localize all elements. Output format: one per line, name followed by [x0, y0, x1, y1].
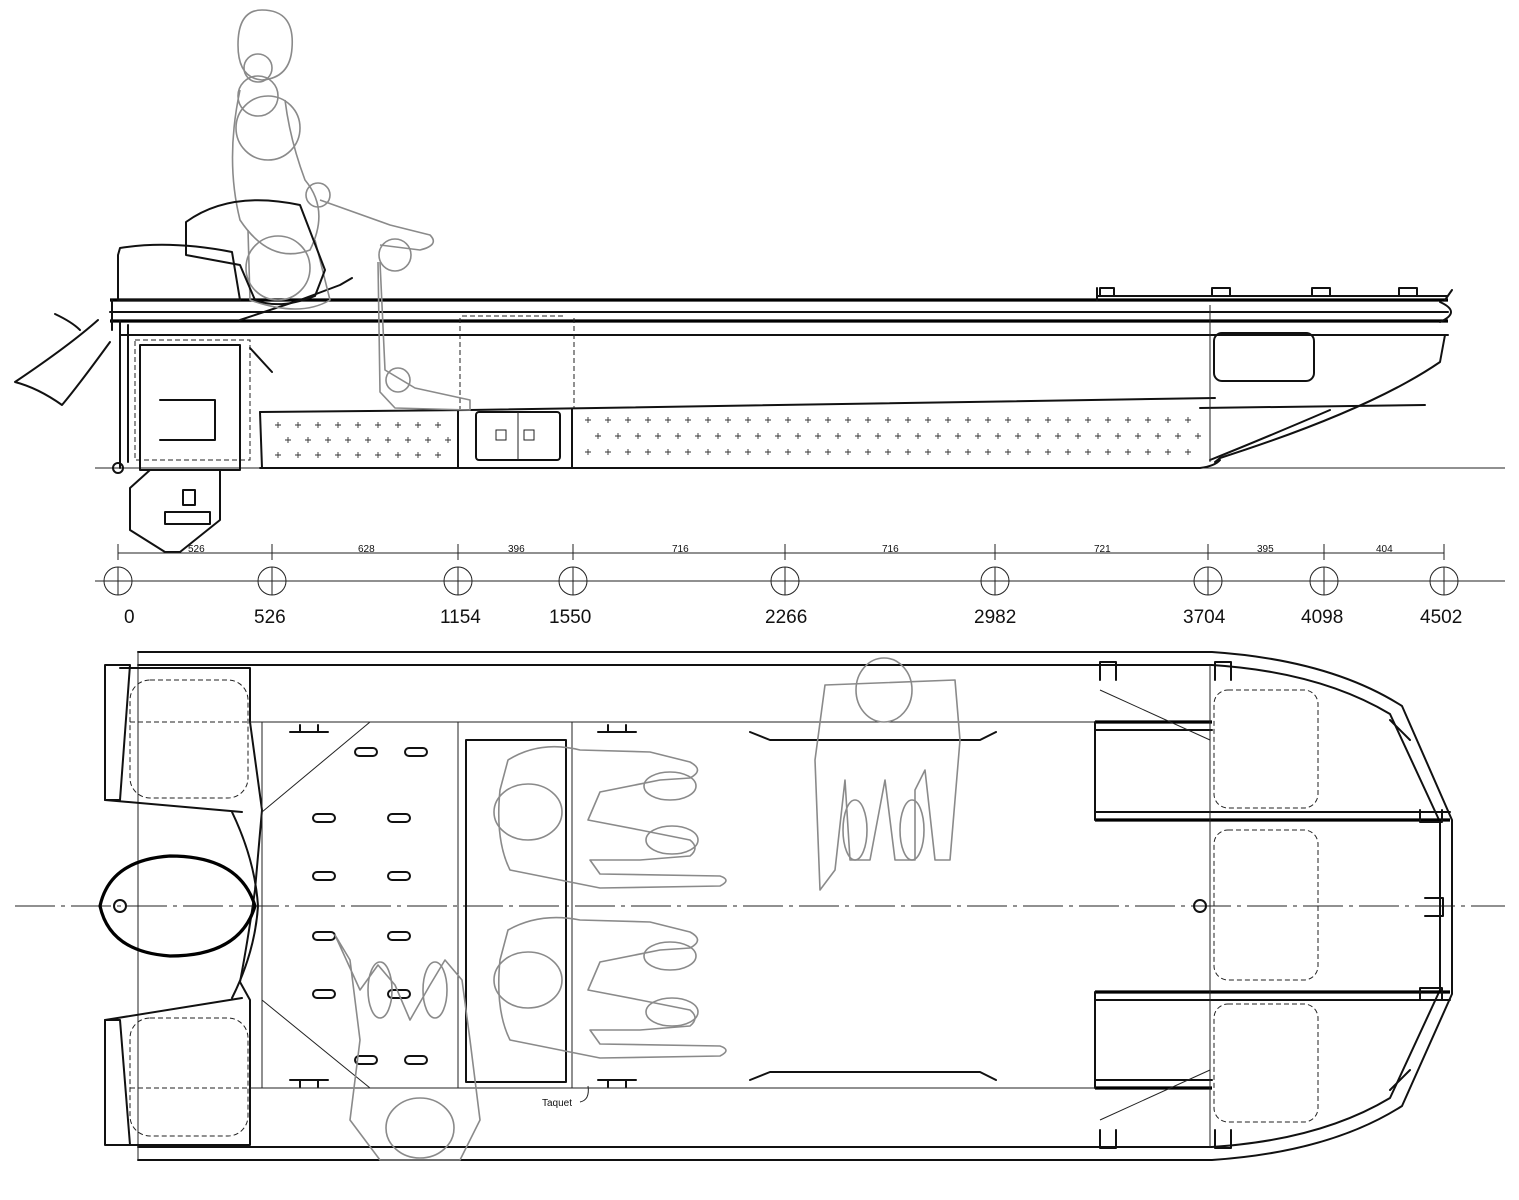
outboard-motor-side — [111, 243, 353, 553]
dim-526-1154: 628 — [358, 544, 375, 555]
dim-2266-2982: 716 — [882, 544, 899, 555]
dim-0-526: 526 — [188, 544, 205, 555]
dimension-chain: 526 628 396 716 716 721 395 404 0 526 11… — [95, 544, 1505, 628]
outboard-motor-plan — [98, 854, 257, 958]
station-label-1154: 1154 — [440, 607, 481, 628]
dim-1154-1550: 396 — [508, 544, 525, 555]
station-label-2266: 2266 — [765, 607, 807, 628]
panel-perforation-pattern — [275, 417, 1201, 458]
dim-2982-3704: 721 — [1094, 544, 1111, 555]
dim-4098-4502: 404 — [1376, 544, 1393, 555]
lying-figure-aft-lower — [493, 916, 727, 1059]
station-label-526: 526 — [254, 607, 286, 628]
station-label-4502: 4502 — [1420, 607, 1462, 628]
station-label-3704: 3704 — [1183, 607, 1226, 628]
station-label-1550: 1550 — [549, 607, 591, 628]
plan-view: Taquet — [15, 651, 1505, 1161]
cleat-label: Taquet — [542, 1098, 572, 1109]
deck-drain-slots — [312, 747, 428, 1065]
propeller-wash-outline — [14, 319, 111, 406]
lying-figure-aft-upper — [493, 745, 727, 889]
station-label-2982: 2982 — [974, 607, 1016, 628]
side-elevation-view — [14, 9, 1505, 553]
dim-3704-4098: 395 — [1257, 544, 1274, 555]
station-markers — [103, 566, 1459, 596]
station-label-0: 0 — [124, 607, 135, 628]
dim-1550-2266: 716 — [672, 544, 689, 555]
seated-figure-side — [185, 9, 471, 411]
standing-figure-aft — [334, 934, 481, 1161]
standing-figure-mid — [814, 657, 961, 891]
station-label-4098: 4098 — [1301, 607, 1343, 628]
